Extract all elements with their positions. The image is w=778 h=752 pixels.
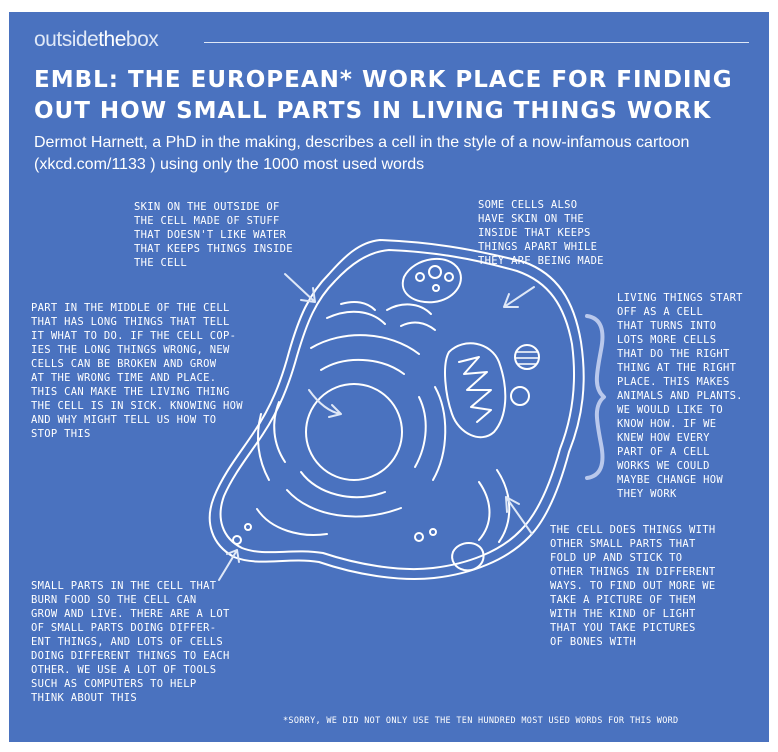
note-middle-part: Part in the middle of the cell that has …	[31, 302, 243, 440]
vesicle-3	[444, 272, 454, 282]
brand-the: the	[98, 28, 126, 51]
er-fold-1	[320, 359, 405, 375]
ribosome-striped	[514, 344, 540, 370]
mitochondrion	[444, 342, 507, 439]
vesicle-4	[432, 284, 440, 292]
brand-rule	[204, 42, 749, 43]
golgi-4	[400, 321, 436, 331]
er-fold-4	[432, 386, 447, 481]
arrow-fold-up	[505, 496, 533, 535]
note-living-things: Living things start off as a cell that t…	[617, 292, 743, 500]
cell-diagram	[208, 239, 606, 581]
er-fold-3	[414, 396, 427, 468]
er-fold-5	[300, 471, 386, 499]
arrow-burn-food	[218, 549, 240, 581]
vesicle-cluster-outline	[401, 257, 462, 304]
poster-panel: outsidethebox EMBL: The European* work p…	[9, 12, 769, 742]
brand-logo: outsidethebox	[34, 28, 159, 52]
intro-text: Dermot Harnett, a PhD in the making, des…	[34, 134, 690, 173]
er-fold-2	[310, 334, 420, 355]
small-organelle	[510, 386, 530, 406]
curly-brace	[585, 314, 606, 480]
er-fold-11	[496, 469, 511, 543]
vesicle-5	[414, 532, 424, 542]
vesicle-7	[244, 523, 252, 531]
note-skin-inside: Some cells also have skin on the inside …	[478, 199, 604, 267]
golgi-2	[340, 301, 376, 311]
er-fold-9	[256, 413, 270, 481]
headline: EMBL: The European* work place for findi…	[34, 67, 733, 124]
vesicle-2	[428, 265, 442, 279]
er-fold-7	[256, 508, 328, 536]
brand-box: box	[125, 28, 159, 51]
lysosome	[451, 542, 485, 572]
inner-membrane	[219, 249, 576, 571]
vesicle-1	[415, 272, 425, 282]
mitochondrion-cristae	[458, 356, 492, 423]
er-fold-6	[286, 489, 402, 518]
vesicle-6	[429, 528, 437, 536]
brand-outside: outside	[34, 28, 99, 51]
ribosome-stripes	[515, 351, 539, 365]
arrow-skin-inside	[503, 286, 535, 308]
note-burn-food: Small parts in the cell that burn food s…	[31, 580, 230, 704]
nucleus	[305, 383, 403, 481]
arrow-skin-outside	[284, 273, 316, 303]
golgi-3	[386, 303, 432, 315]
er-fold-8	[273, 401, 286, 463]
arrow-middle-part	[308, 389, 342, 418]
vesicle-8	[232, 535, 242, 545]
note-skin-outside: Skin on the outside of the cell made of …	[134, 201, 293, 269]
footnote: *Sorry, we did not only use the ten hund…	[283, 716, 679, 726]
cell-membrane	[208, 239, 585, 581]
er-fold-10	[478, 481, 491, 541]
golgi-1	[326, 310, 386, 325]
note-fold-up: The cell does things with other small pa…	[550, 524, 716, 648]
